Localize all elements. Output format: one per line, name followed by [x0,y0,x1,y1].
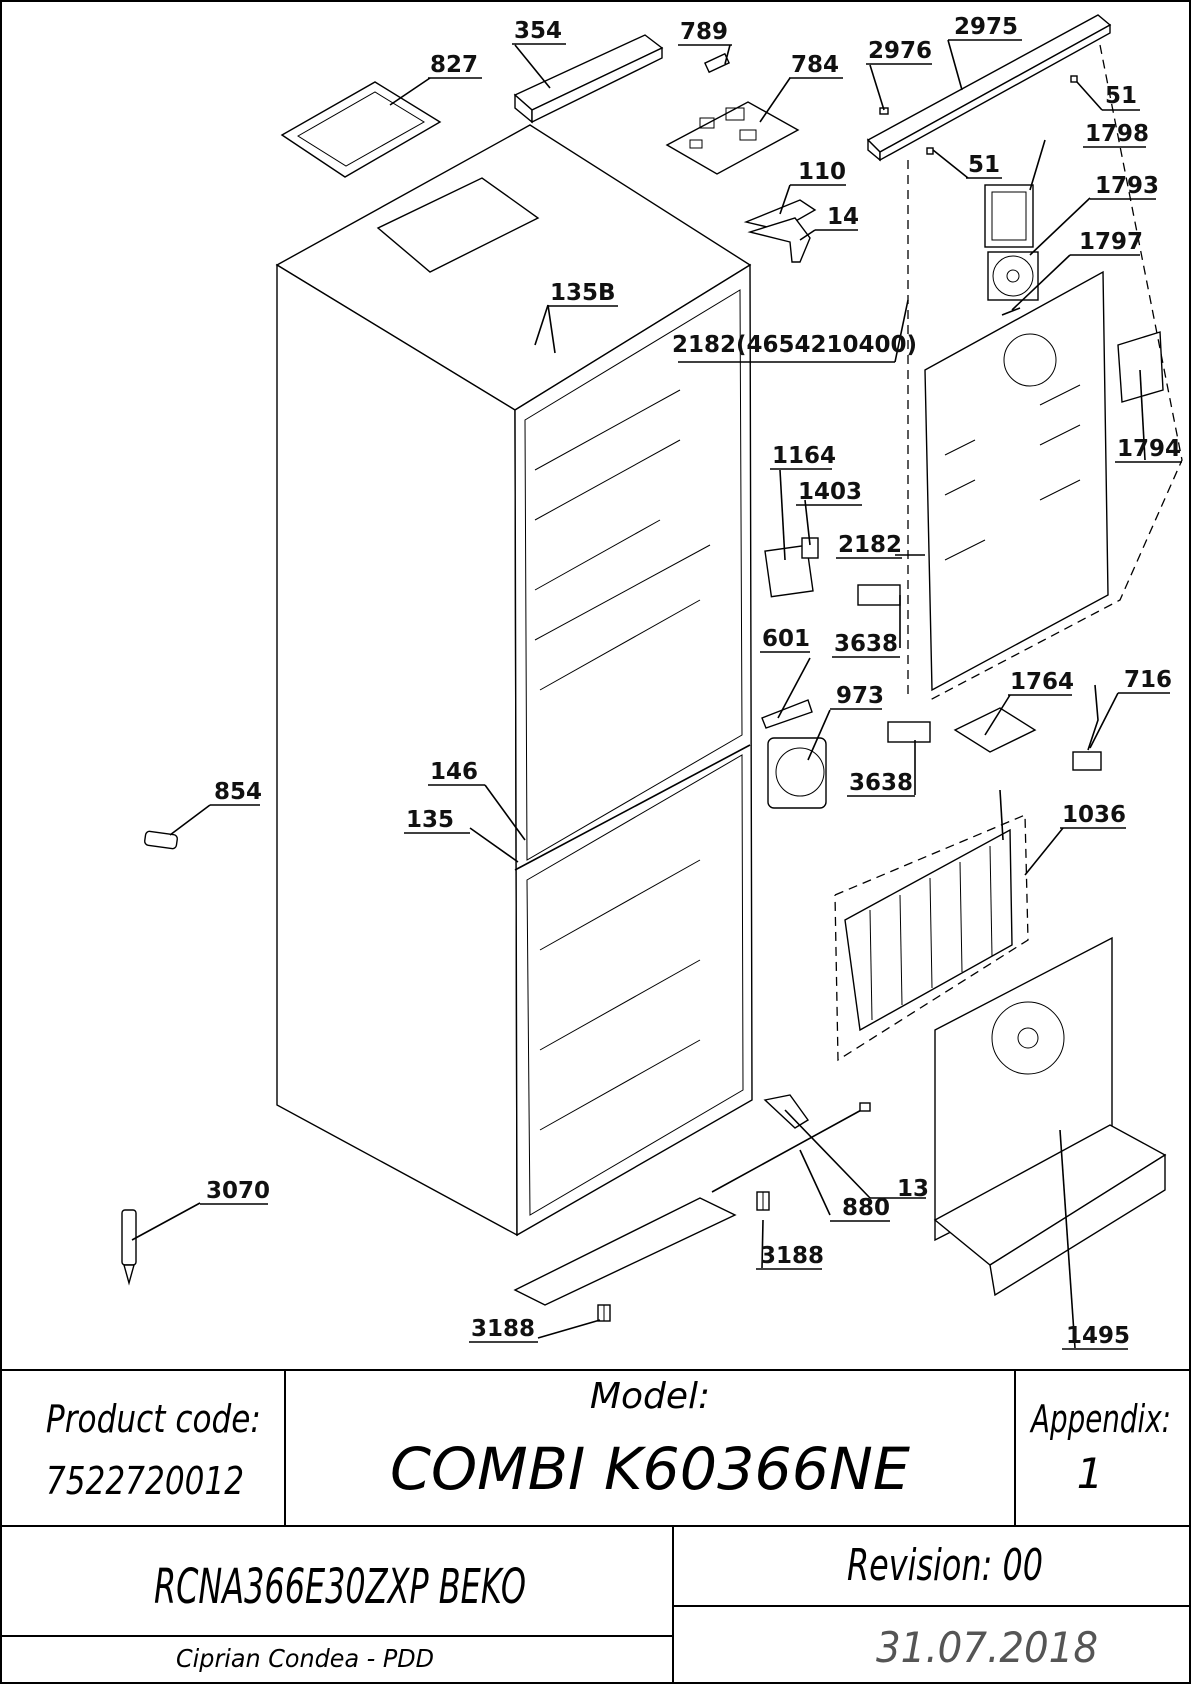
part-label-51a: 51 [1105,83,1137,109]
part-354-shape [513,34,664,124]
part-3638b-shape [887,721,931,743]
part-label-2182-code: 2182(4654210400) [672,332,917,358]
part-601-shape [761,699,813,729]
part-716-shape [1072,684,1102,771]
part-1794-shape [1117,331,1164,403]
part-label-3188b: 3188 [471,1316,535,1342]
part-label-601: 601 [762,626,810,652]
appendix-number: 1 [1077,1449,1104,1498]
part-label-1403: 1403 [798,479,862,505]
author: Ciprian Condea - PDD [176,1644,434,1673]
part-1764-shape [953,707,1037,753]
part-2975-shape [866,14,1112,162]
part-51a-shape [1070,75,1078,83]
product-name: RCNA366E30ZXP BEKO [154,1559,526,1615]
product-code: 7522720012 [46,1460,244,1504]
part-1036-shape [844,789,1013,1032]
part-973-shape [767,737,827,809]
part-label-1164: 1164 [772,443,836,469]
part-label-3638a: 3638 [834,631,898,657]
part-label-146: 146 [430,759,478,785]
assembly-guide-3 [834,814,1029,1062]
part-784-shape [665,101,800,175]
part-label-135: 135 [406,807,454,833]
part-827-shape [280,81,442,178]
part-label-14: 14 [827,204,859,230]
part-label-3638b: 3638 [849,770,913,796]
part-label-1764: 1764 [1010,669,1074,695]
cabinet-body [275,124,753,1237]
part-2182-shape [924,270,1109,692]
part-label-1794: 1794 [1117,436,1181,462]
part-1798-shape [984,184,1034,248]
model-name: COMBI K60366NE [390,1435,910,1503]
part-label-354: 354 [514,18,562,44]
part-label-1495: 1495 [1066,1323,1130,1349]
part-880-shape [513,1102,871,1306]
part-3070-shape [121,1209,137,1286]
part-label-3070: 3070 [206,1178,270,1204]
part-label-716: 716 [1124,667,1172,693]
appendix-label: Appendix: [1029,1397,1171,1441]
part-label-784: 784 [791,52,839,78]
part-3188b-shape [597,1304,611,1322]
part-label-2975: 2975 [954,14,1018,40]
part-label-1793: 1793 [1095,173,1159,199]
part-label-135B: 135B [550,280,616,306]
part-14-shape [747,217,811,263]
model-label: Model: [590,1376,710,1417]
part-label-789: 789 [680,19,728,45]
part-3638a-shape [857,584,901,606]
part-3188a-shape [756,1191,770,1211]
revision: Revision: 00 [847,1540,1043,1591]
part-label-1036: 1036 [1062,802,1126,828]
part-1164-shape [764,544,814,598]
part-1797-shape [1001,307,1021,316]
part-label-973: 973 [836,683,884,709]
assembly-guide-2 [929,44,1183,701]
part-label-3188a: 3188 [760,1243,824,1269]
part-1495-shape [933,936,1167,1297]
part-label-827: 827 [430,52,478,78]
part-854-shape [143,830,179,850]
part-label-880: 880 [842,1195,890,1221]
leader-lines [131,39,1146,1349]
title-block: Product code: 7522720012 Model: COMBI K6… [1,1369,1190,1683]
part-label-1798: 1798 [1085,121,1149,147]
part-label-1797: 1797 [1079,229,1143,255]
part-label-854: 854 [214,779,262,805]
drawing-date: 31.07.2018 [876,1623,1098,1672]
part-label-110: 110 [798,159,846,185]
part-label-2976: 2976 [868,38,932,64]
part-label-2182: 2182 [838,532,902,558]
part-1793-shape [987,251,1039,301]
part-labels: 354 789 827 784 2976 2975 51 51 1798 179… [200,14,1182,1350]
part-51b-shape [926,147,934,155]
part-label-51b: 51 [968,152,1000,178]
product-code-label: Product code: [46,1398,261,1442]
